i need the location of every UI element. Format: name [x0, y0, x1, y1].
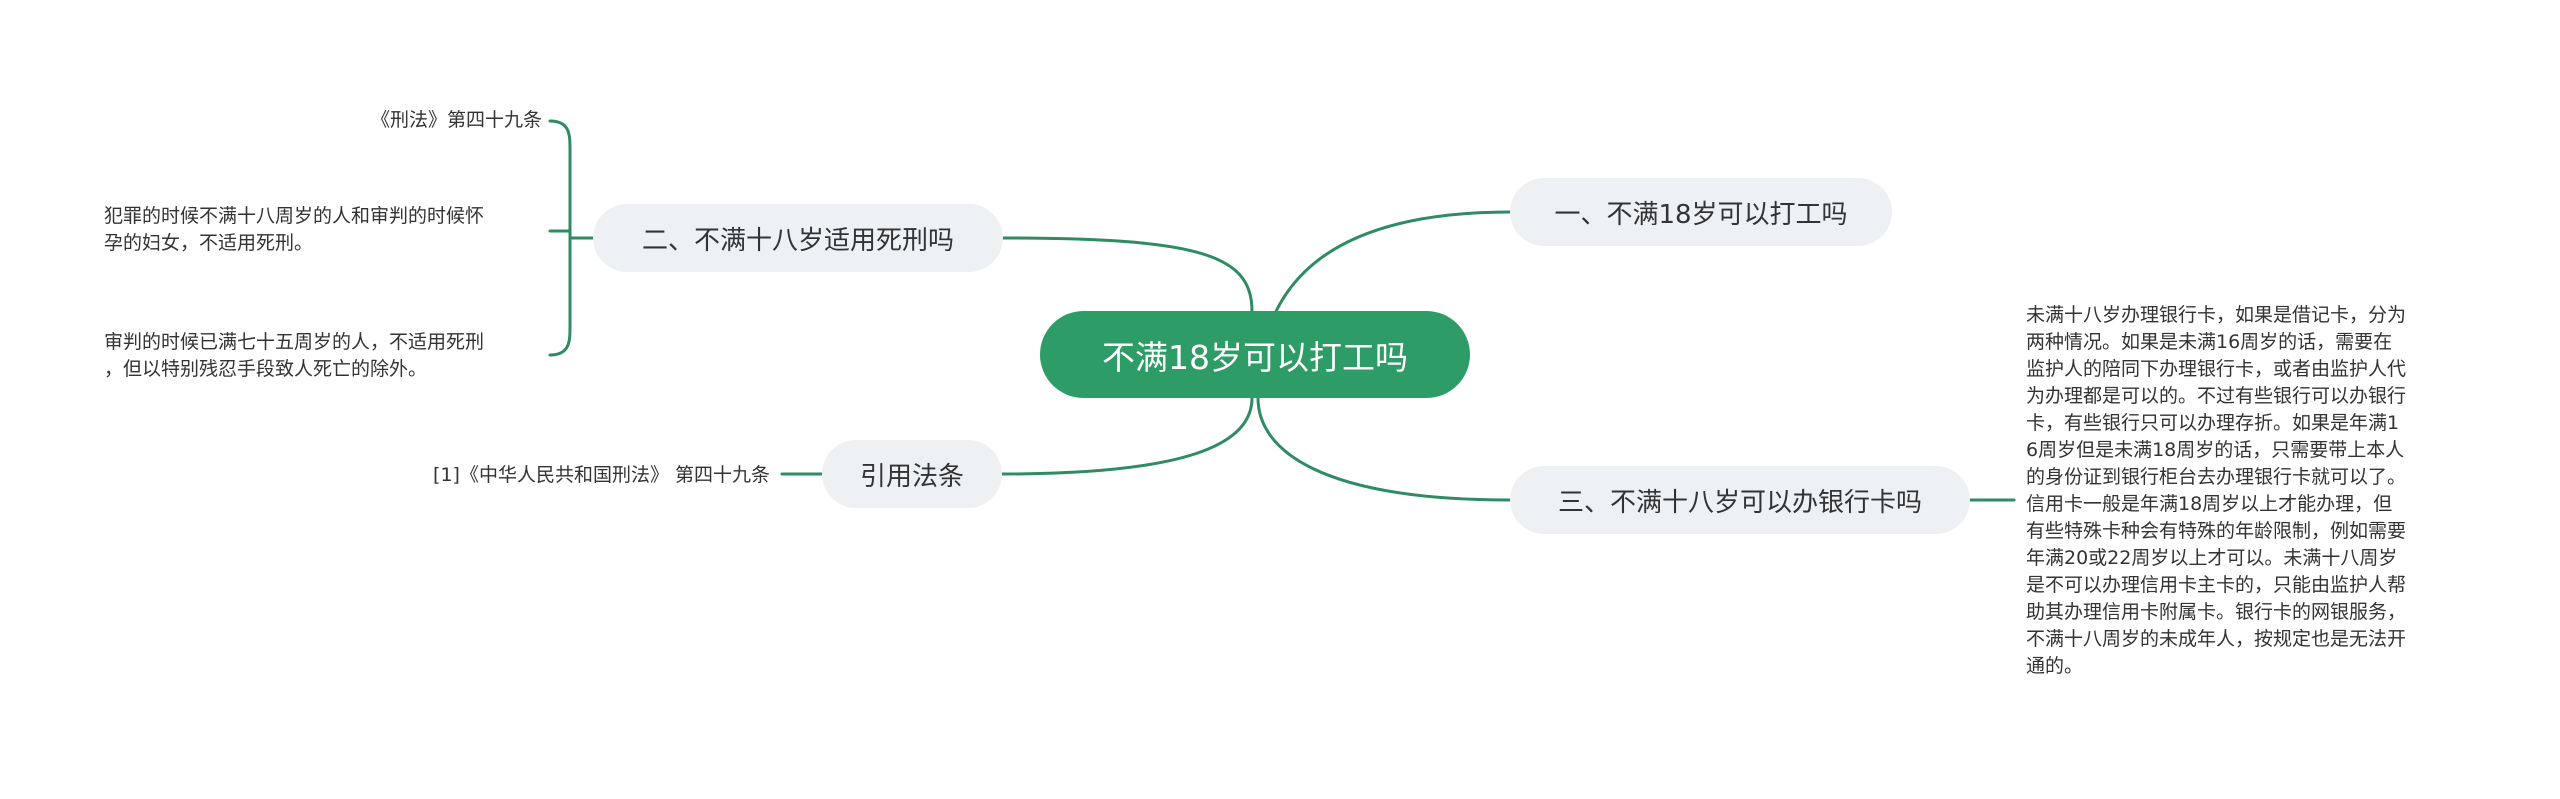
leaf-text-line: 通的。 [2026, 655, 2084, 677]
leaf-text-line: 不满十八周岁的未成年人，按规定也是无法开 [2026, 628, 2407, 650]
topic-node-3[interactable]: 三、不满十八岁可以办银行卡吗 [1510, 466, 1970, 534]
leaf-bank-card-details[interactable]: 未满十八岁办理银行卡，如果是借记卡，分为 两种情况。如果是未满16周岁的话，需要… [2026, 302, 2476, 680]
leaf-reference-citation[interactable]: [1]《中华人民共和国刑法》 第四十九条 [370, 462, 770, 489]
leaf-elderly-exception[interactable]: 审判的时候已满七十五周岁的人，不适用死刑 ，但以特别残忍手段致人死亡的除外。 [104, 329, 554, 383]
leaf-text-line: 年满20或22周岁以上才可以。未满十八周岁 [2026, 547, 2398, 569]
leaf-text-line: 为办理都是可以的。不过有些银行可以办银行 [2026, 385, 2407, 407]
leaf-text-line: 卡，有些银行只可以办理存折。如果是年满1 [2026, 412, 2400, 434]
leaf-text-line: 助其办理信用卡附属卡。银行卡的网银服务， [2026, 601, 2407, 623]
leaf-text-line: 未满十八岁办理银行卡，如果是借记卡，分为 [2026, 304, 2407, 326]
leaf-text-line: 有些特殊卡种会有特殊的年龄限制，例如需要 [2026, 520, 2407, 542]
leaf-pregnant-women-minors[interactable]: 犯罪的时候不满十八周岁的人和审判的时候怀 孕的妇女，不适用死刑。 [104, 203, 554, 257]
connector-root-t2 [1001, 236, 1254, 313]
root-label: 不满18岁可以打工吗 [1102, 337, 1408, 377]
topic-4-label: 引用法条 [859, 461, 964, 492]
leaf-text-line: ，但以特别残忍手段致人死亡的除外。 [104, 358, 428, 380]
topic-node-1[interactable]: 一、不满18岁可以打工吗 [1510, 178, 1892, 246]
leaf-criminal-law-article[interactable]: 《刑法》第四十九条 [330, 107, 542, 134]
leaf-text-line: 6周岁但是未满18周岁的话，只需要带上本人 [2026, 439, 2405, 461]
topic-2-label: 二、不满十八岁适用死刑吗 [641, 225, 954, 256]
topic-node-2[interactable]: 二、不满十八岁适用死刑吗 [593, 204, 1003, 272]
leaf-text-line: 信用卡一般是年满18周岁以上才能办理，但 [2026, 493, 2393, 515]
topic-node-4[interactable]: 引用法条 [822, 440, 1002, 508]
leaf-text-line: 的身份证到银行柜台去办理银行卡就可以了。 [2026, 466, 2407, 488]
leaf-text-line: 两种情况。如果是未满16周岁的话，需要在 [2026, 331, 2393, 353]
topic-3-label: 三、不满十八岁可以办银行卡吗 [1557, 487, 1922, 518]
leaf-text-line: 《刑法》第四十九条 [370, 109, 542, 131]
root-node[interactable]: 不满18岁可以打工吗 [1040, 311, 1470, 398]
topic-1-label: 一、不满18岁可以打工吗 [1554, 199, 1848, 230]
connector-root-t3 [1256, 396, 1512, 502]
connector-root-t4 [1000, 396, 1254, 476]
leaf-text-line: [1]《中华人民共和国刑法》 第四十九条 [433, 464, 770, 486]
leaf-text-line: 是不可以办理信用卡主卡的，只能由监护人帮 [2026, 574, 2407, 596]
leaf-text-line: 犯罪的时候不满十八周岁的人和审判的时候怀 [104, 205, 485, 227]
connector-t2-leaf1 [548, 119, 572, 357]
leaf-text-line: 孕的妇女，不适用死刑。 [104, 232, 314, 254]
leaf-text-line: 审判的时候已满七十五周岁的人，不适用死刑 [104, 331, 485, 353]
leaf-text-line: 监护人的陪同下办理银行卡，或者由监护人代 [2026, 358, 2407, 380]
